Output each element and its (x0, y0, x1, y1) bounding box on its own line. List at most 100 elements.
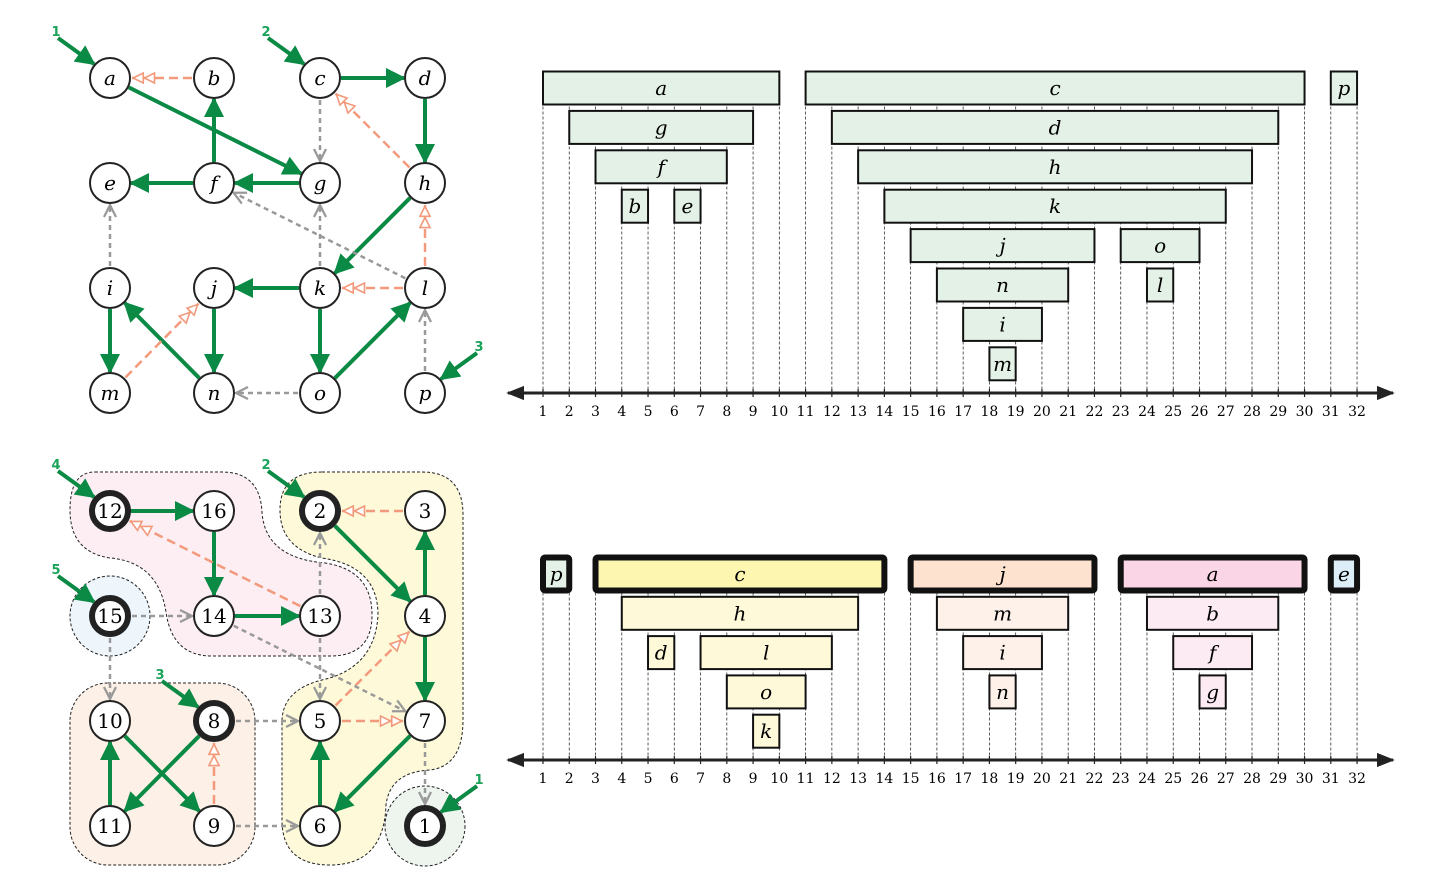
tick-label: 14 (875, 771, 893, 787)
node-label: p (419, 381, 432, 405)
interval-label: j (995, 562, 1005, 586)
tick-label: 5 (644, 404, 653, 420)
tick-label: 10 (770, 771, 788, 787)
tick-label: 11 (797, 404, 815, 420)
tick-label: 8 (722, 404, 731, 420)
node-p (404, 372, 446, 414)
interval-m (935, 595, 1070, 631)
start-arrow (266, 469, 306, 499)
interval-o (1119, 228, 1201, 264)
start-order-label: 4 (51, 458, 60, 473)
node-o (299, 372, 341, 414)
back-edge-h-c (334, 92, 411, 169)
tick-label: 27 (1217, 771, 1235, 787)
tick-label: 7 (696, 771, 705, 787)
interval-label: d (655, 641, 668, 665)
node-m (89, 372, 131, 414)
interval-label: p (1338, 76, 1351, 100)
back-edge-5-4 (334, 630, 411, 707)
node-label: 6 (314, 814, 327, 838)
tick-label: 25 (1164, 771, 1182, 787)
interval-label: m (993, 352, 1012, 376)
node-2 (299, 490, 341, 532)
interval-label: o (760, 680, 772, 704)
tick-label: 26 (1191, 404, 1209, 420)
interval-label: b (629, 194, 642, 218)
node-label: i (107, 276, 113, 300)
tick-label: 24 (1138, 404, 1156, 420)
interval-o (725, 674, 807, 710)
tick-label: 28 (1243, 771, 1261, 787)
back-edge-m-j (124, 302, 200, 379)
node-g (299, 162, 341, 204)
node-f (193, 162, 235, 204)
node-label: 10 (97, 709, 122, 733)
tick-label: 26 (1191, 771, 1209, 787)
region-yellow (279, 471, 464, 866)
tick-label: 16 (928, 771, 946, 787)
tick-label: 17 (954, 404, 972, 420)
tick-label: 27 (1217, 404, 1235, 420)
interval-c (804, 70, 1306, 106)
tick-label: 4 (617, 404, 626, 420)
interval-label: i (999, 641, 1005, 665)
node-label: 3 (419, 499, 432, 523)
tick-label: 11 (797, 771, 815, 787)
cross-edge-l-f (234, 193, 406, 280)
node-label: 12 (97, 499, 122, 523)
node-label: c (314, 66, 325, 90)
interval-k (752, 713, 781, 749)
interval-label: i (999, 312, 1005, 336)
node-13 (299, 595, 341, 637)
tick-label: 1 (539, 771, 548, 787)
node-label: d (419, 66, 432, 90)
node-label: b (208, 66, 221, 90)
tick-label: 29 (1269, 771, 1287, 787)
tick-label: 24 (1138, 771, 1156, 787)
node-a (89, 57, 131, 99)
node-4 (404, 595, 446, 637)
tree-edge-n-i (123, 301, 201, 380)
node-label: g (314, 171, 327, 195)
tick-label: 20 (1033, 404, 1051, 420)
interval-e (673, 188, 702, 224)
tick-label: 9 (749, 771, 758, 787)
tree-edge-7-6 (333, 734, 412, 813)
node-i (89, 267, 131, 309)
interval-g (568, 109, 755, 145)
node-k (299, 267, 341, 309)
node-d (404, 57, 446, 99)
interval-label: h (1049, 155, 1062, 179)
interval-n (935, 267, 1070, 303)
interval-p (1329, 70, 1359, 106)
tick-label: 20 (1033, 771, 1051, 787)
tree-edge-10-9 (123, 734, 201, 813)
interval-label: h (734, 601, 747, 625)
interval-h (857, 149, 1254, 185)
node-label: 15 (97, 604, 122, 628)
node-6 (299, 805, 341, 847)
tick-label: 32 (1348, 771, 1366, 787)
node-e (89, 162, 131, 204)
interval-label: d (1049, 115, 1062, 139)
tick-label: 6 (670, 404, 679, 420)
tick-label: 9 (749, 404, 758, 420)
interval-l (1145, 267, 1175, 303)
tick-label: 32 (1348, 404, 1366, 420)
tick-label: 8 (722, 771, 731, 787)
start-arrow (56, 469, 96, 499)
start-order-label: 2 (261, 458, 270, 473)
node-b (193, 57, 235, 99)
node-label: j (207, 276, 217, 300)
tick-label: 15 (902, 771, 920, 787)
tree-edge-2-4 (333, 524, 412, 603)
tick-label: 31 (1322, 771, 1340, 787)
tick-label: 21 (1059, 771, 1077, 787)
interval-label: j (995, 234, 1005, 258)
tick-label: 6 (670, 771, 679, 787)
node-15 (89, 595, 131, 637)
node-9 (193, 805, 235, 847)
tree-edge-h-k (333, 196, 412, 275)
node-label: k (314, 276, 326, 300)
